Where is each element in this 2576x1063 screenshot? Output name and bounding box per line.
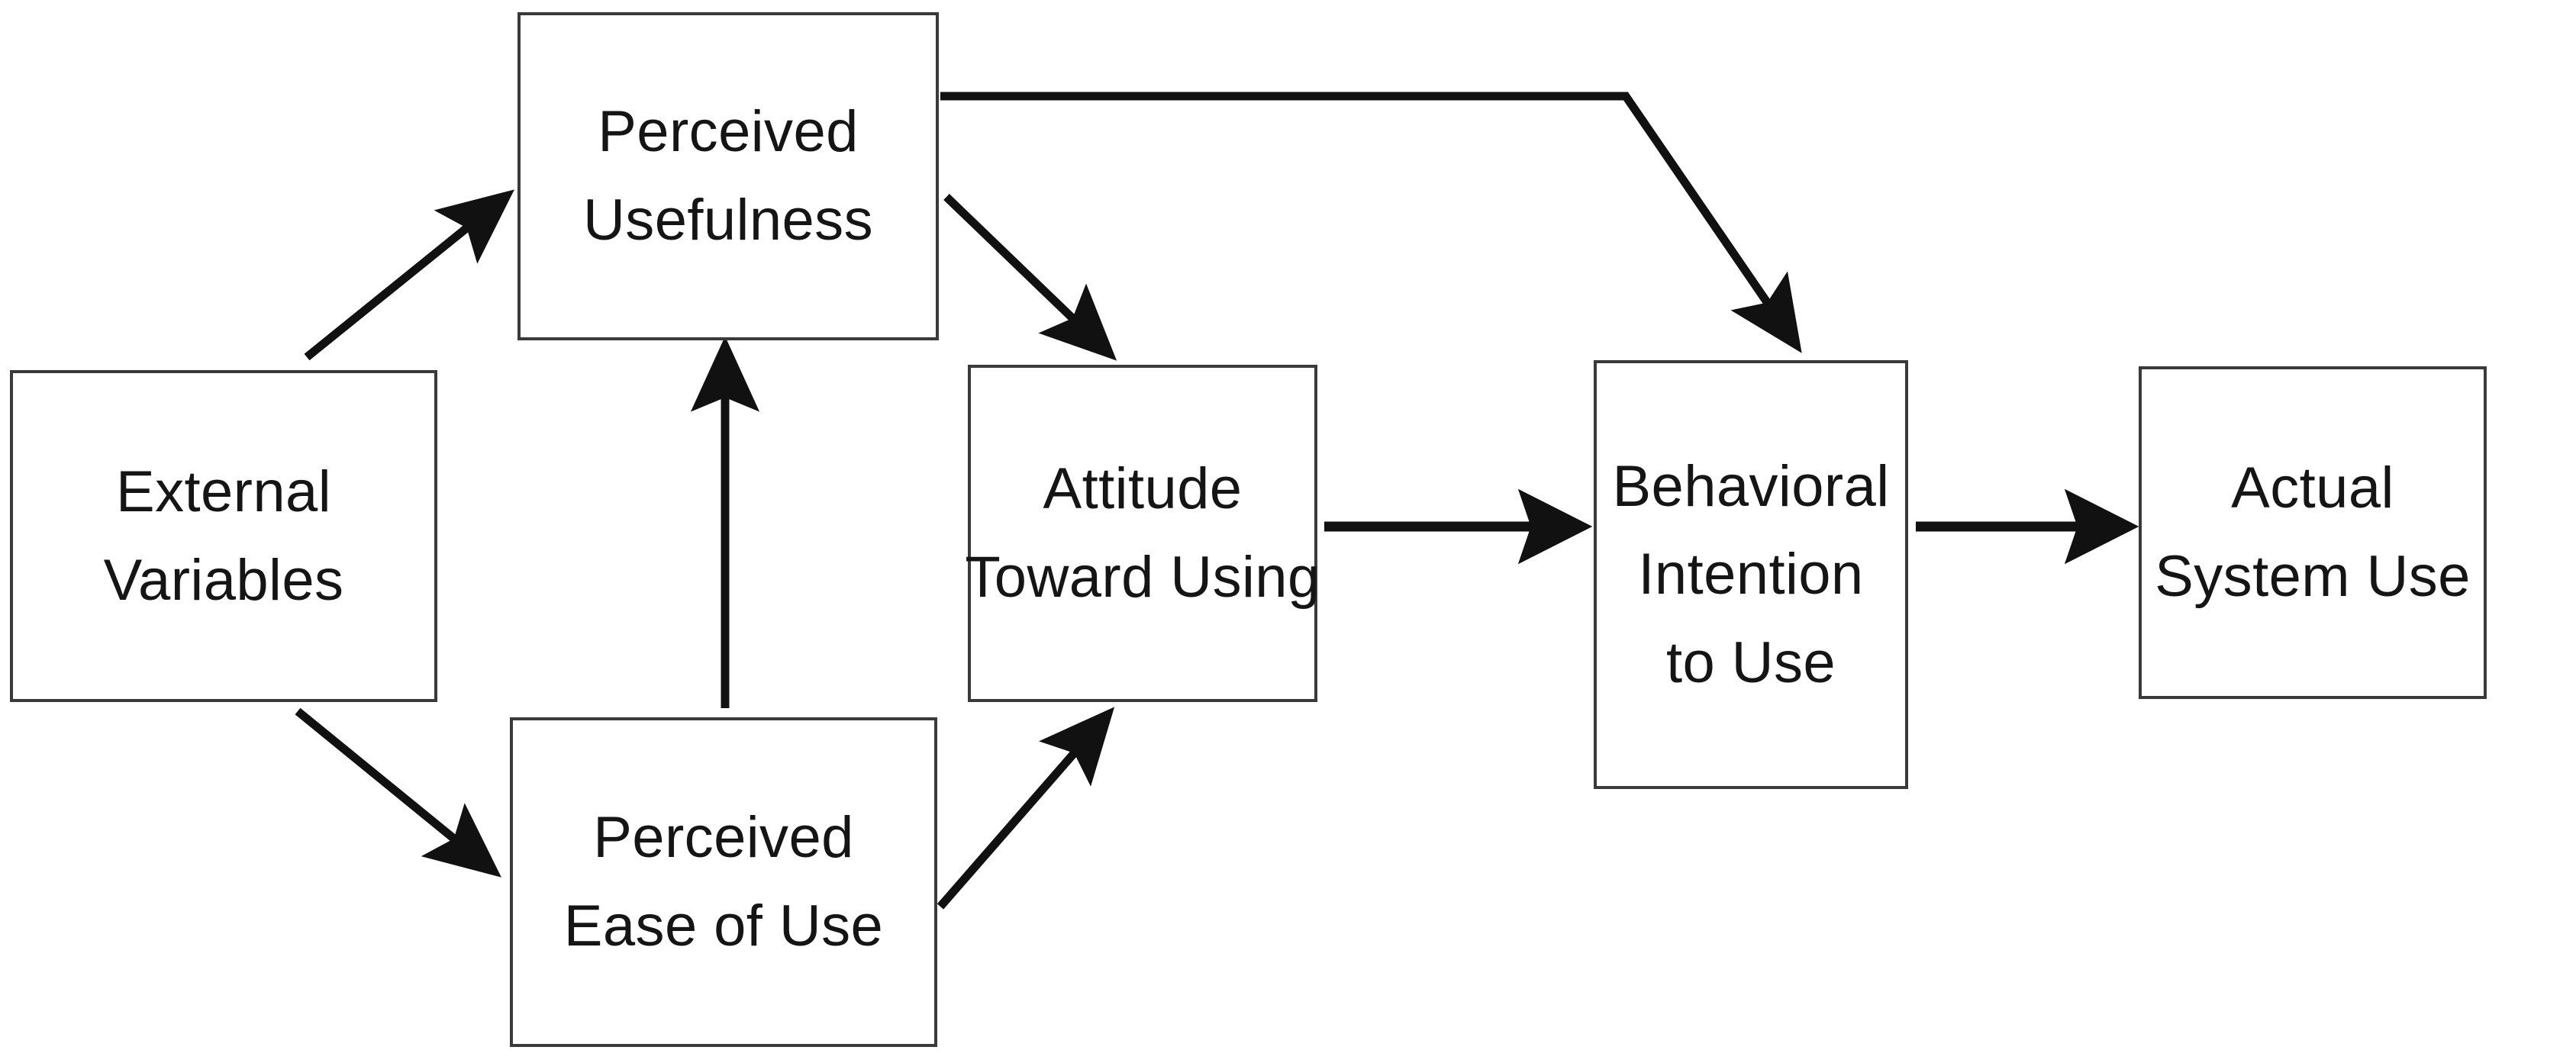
edge-ev-to-pu — [304, 189, 514, 361]
node-label-line: Perceived — [593, 805, 854, 871]
node-behavioral-intention-to-use[interactable]: Behavioral Intention to Use — [1594, 360, 1908, 789]
node-label-line: Usefulness — [583, 188, 873, 253]
edge-pu-to-attitude — [943, 194, 1117, 361]
node-label-line: Attitude — [1043, 456, 1243, 522]
node-label-line: Intention — [1638, 542, 1864, 607]
edge-peou-to-attitude — [937, 707, 1115, 910]
node-label-line: External — [115, 459, 331, 524]
node-label-line: to Use — [1665, 630, 1836, 695]
node-label-line: Actual — [2231, 456, 2394, 521]
node-attitude-toward-using[interactable]: Attitude Toward Using — [965, 365, 1320, 702]
node-label-line: Perceived — [598, 99, 859, 165]
node-perceived-ease-of-use[interactable]: Perceived Ease of Use — [510, 717, 937, 1047]
node-external-variables[interactable]: External Variables — [10, 370, 437, 702]
node-label-line: System Use — [2155, 544, 2471, 609]
node-label-line: Variables — [103, 547, 344, 613]
node-actual-system-use[interactable]: Actual System Use — [2139, 366, 2487, 699]
node-label-line: Behavioral — [1612, 453, 1890, 519]
node-perceived-usefulness[interactable]: Perceived Usefulness — [517, 12, 939, 340]
node-label-line: Ease of Use — [563, 894, 884, 958]
node-label-line: Toward Using — [965, 545, 1320, 610]
edge-ev-to-peou — [295, 707, 501, 878]
edge-pu-to-bi — [940, 92, 1802, 353]
